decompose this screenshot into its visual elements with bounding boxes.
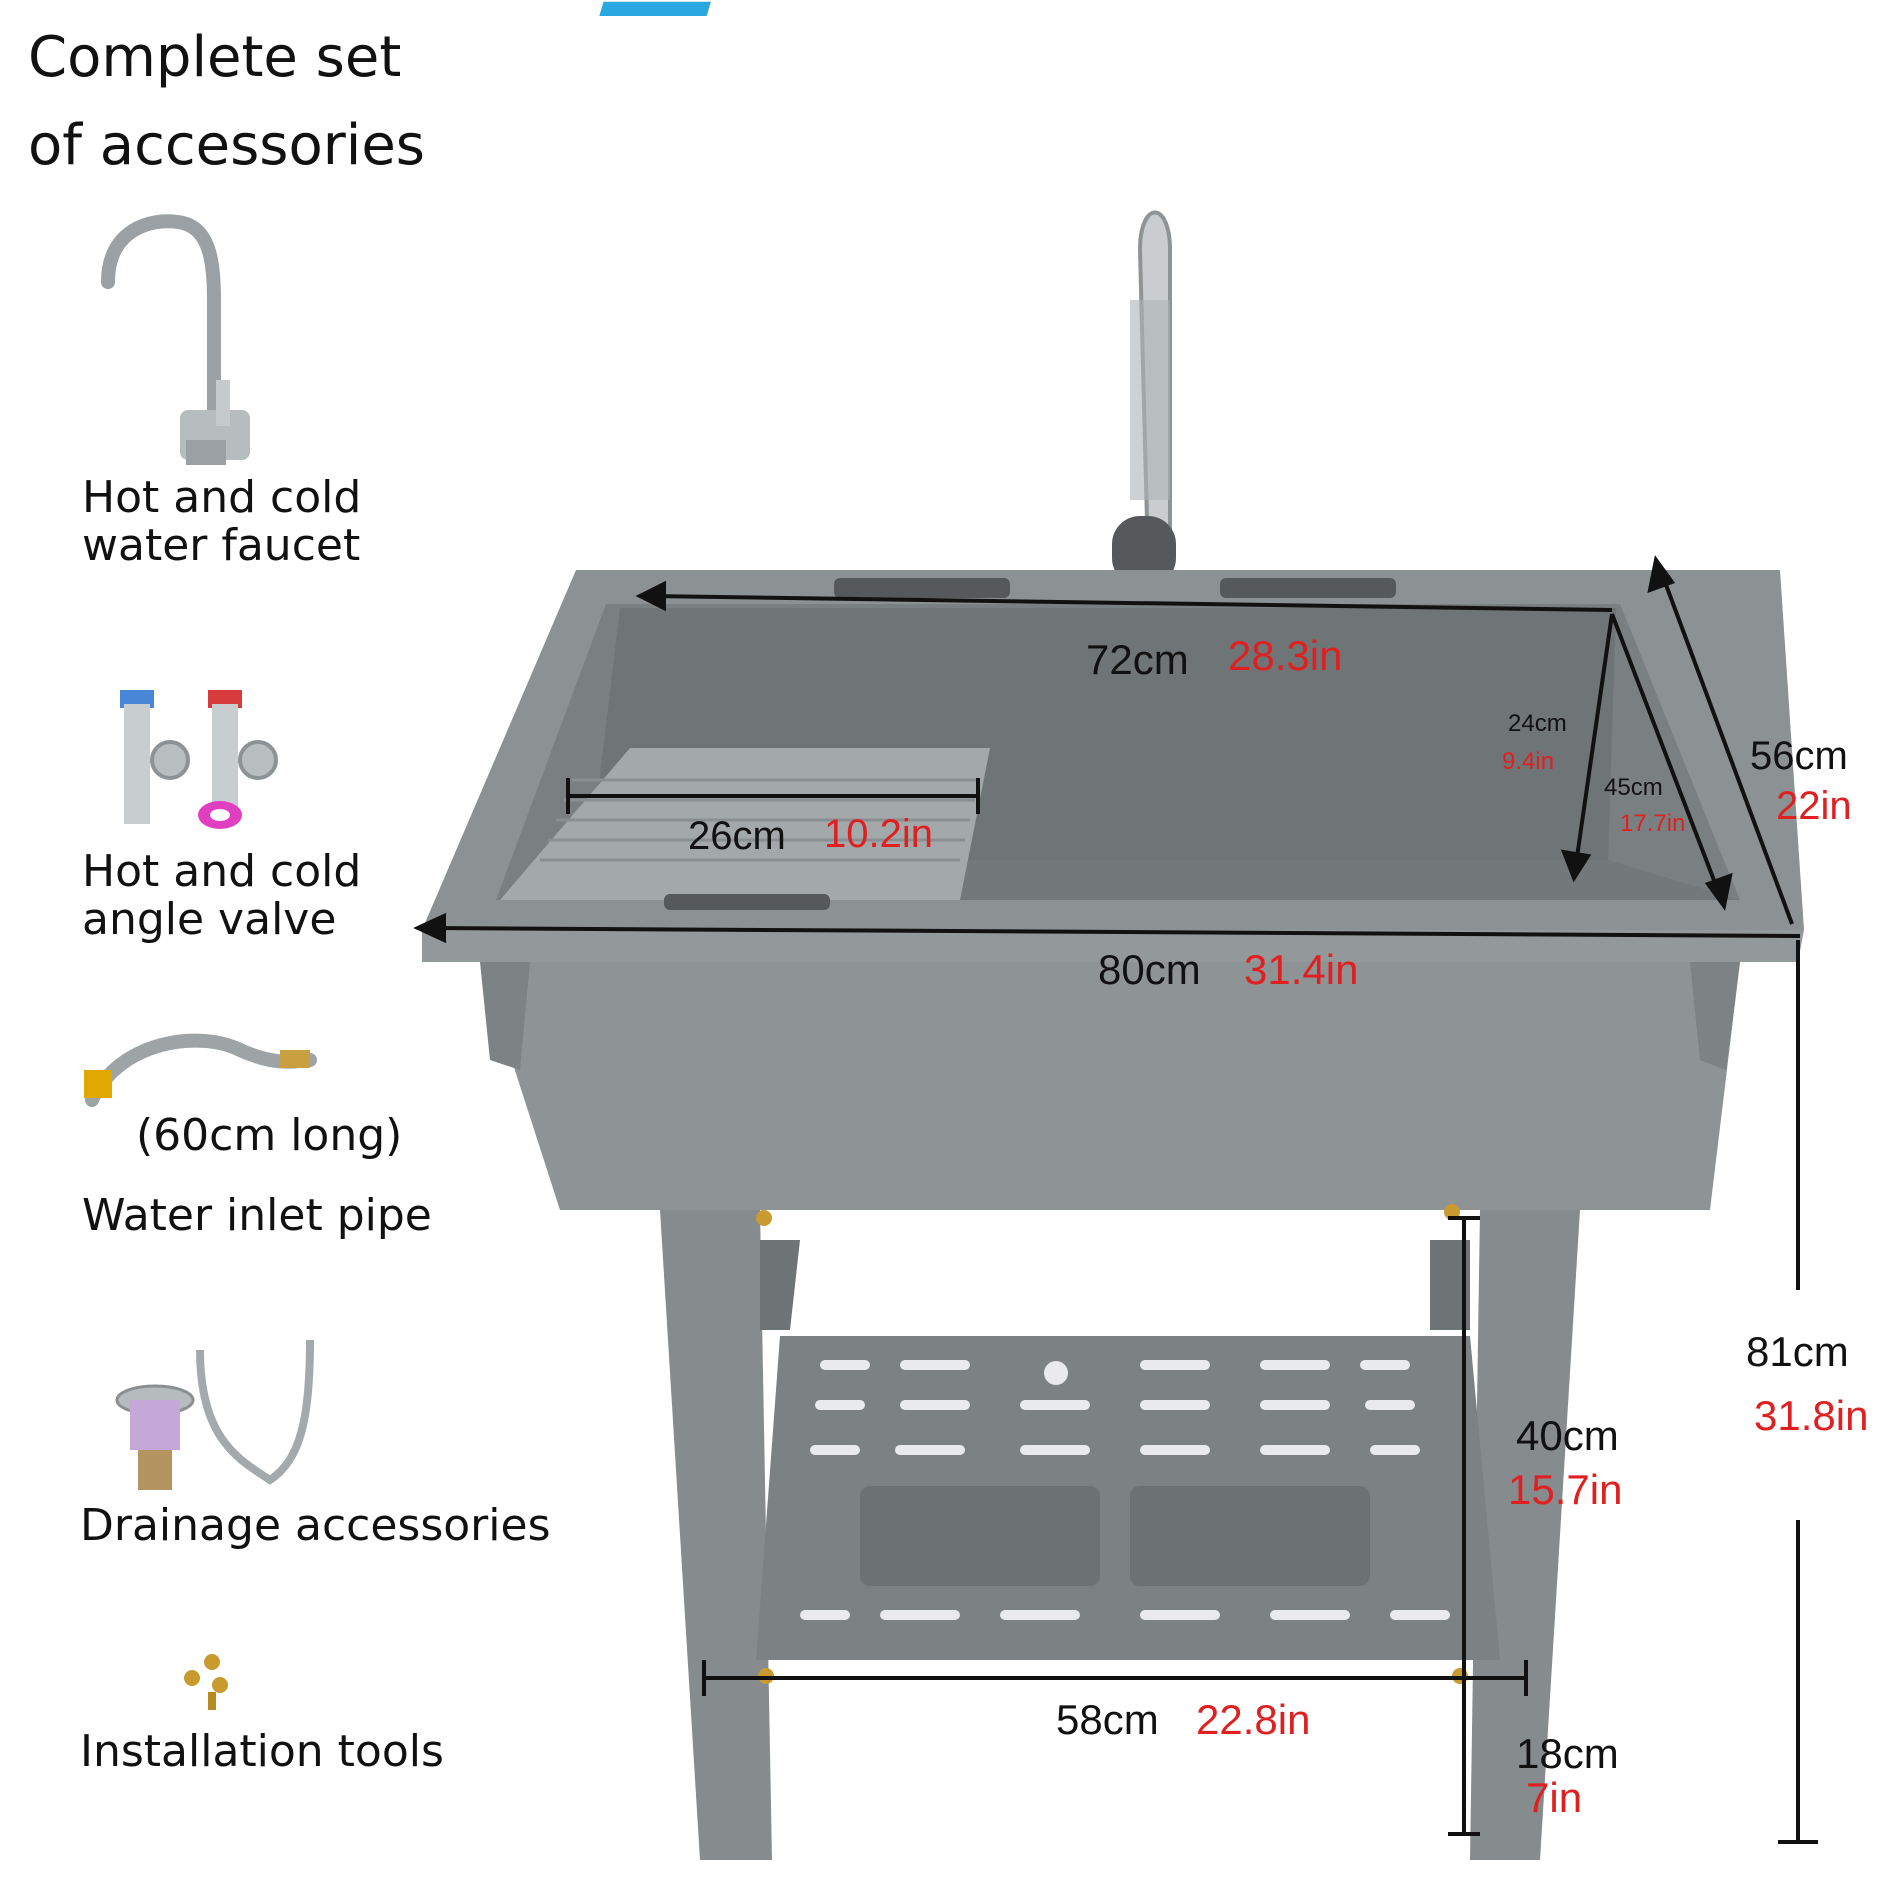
- installation-tools-label: Installation tools: [80, 1726, 444, 1777]
- dim-leg-height-in: 15.7in: [1508, 1466, 1623, 1513]
- dim-leg-height-cm: 40cm: [1516, 1412, 1619, 1459]
- dim-outer-length-cm: 80cm: [1098, 946, 1201, 993]
- dim-shelf-width-in: 22.8in: [1196, 1696, 1311, 1743]
- dim-height-in: 31.8in: [1754, 1392, 1869, 1439]
- drain-kit-label: Drainage accessories: [80, 1500, 551, 1551]
- dim-outer-width-in: 22in: [1776, 784, 1852, 828]
- dim-inner-length-in: 28.3in: [1228, 632, 1343, 679]
- dim-inner-length-cm: 72cm: [1086, 636, 1189, 683]
- accessories-heading: Complete set of accessories: [28, 25, 425, 178]
- angle-valve-label: Hot and cold angle valve: [82, 846, 362, 945]
- dim-shelf-clearance-in: 7in: [1526, 1774, 1583, 1821]
- dim-outer-length-in: 31.4in: [1244, 946, 1359, 993]
- page-title: Product Specifications: [677, 35, 1744, 160]
- dim-height-cm: 81cm: [1746, 1328, 1849, 1375]
- dim-shelf-width-cm: 58cm: [1056, 1696, 1159, 1743]
- dim-basin-depth-in: 9.4in: [1502, 748, 1555, 775]
- dim-basin-width-in: 17.7in: [1620, 810, 1686, 837]
- dim-washboard-cm: 26cm: [688, 814, 786, 858]
- dim-outer-width-cm: 56cm: [1750, 734, 1848, 778]
- faucet-label: Hot and cold water faucet: [82, 472, 362, 571]
- inlet-pipe-note: (60cm long): [136, 1110, 403, 1161]
- dim-basin-depth-cm: 24cm: [1508, 710, 1567, 737]
- dim-shelf-clearance-cm: 18cm: [1516, 1730, 1619, 1777]
- banner-background: [599, 1, 712, 17]
- dim-basin-width-cm: 45cm: [1604, 774, 1663, 801]
- inlet-pipe-label: Water inlet pipe: [82, 1190, 432, 1241]
- dim-washboard-in: 10.2in: [824, 812, 933, 856]
